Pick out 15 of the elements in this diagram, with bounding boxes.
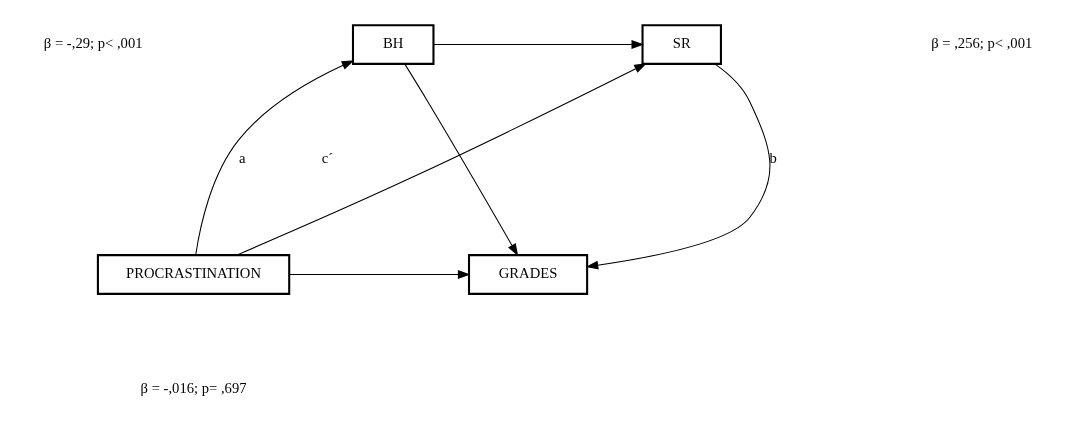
- label: β = -,29; p< ,001: [43, 35, 143, 52]
- node-box: PROCRASTINATION: [96, 254, 291, 295]
- label: c´: [321, 150, 334, 167]
- node-box: BH: [351, 24, 435, 65]
- label: β = ,256; p< ,001: [931, 35, 1033, 52]
- arrow: [236, 63, 647, 256]
- node-box: GRADES: [467, 254, 589, 295]
- label: β = -,016; p= ,697: [140, 380, 247, 397]
- edge-label: a: [238, 150, 246, 167]
- arrow: [404, 63, 519, 257]
- node-box: SR: [641, 24, 722, 65]
- arrow: [433, 40, 645, 49]
- arrow: [195, 60, 355, 256]
- arrow: [288, 270, 471, 279]
- arrow: [585, 63, 771, 270]
